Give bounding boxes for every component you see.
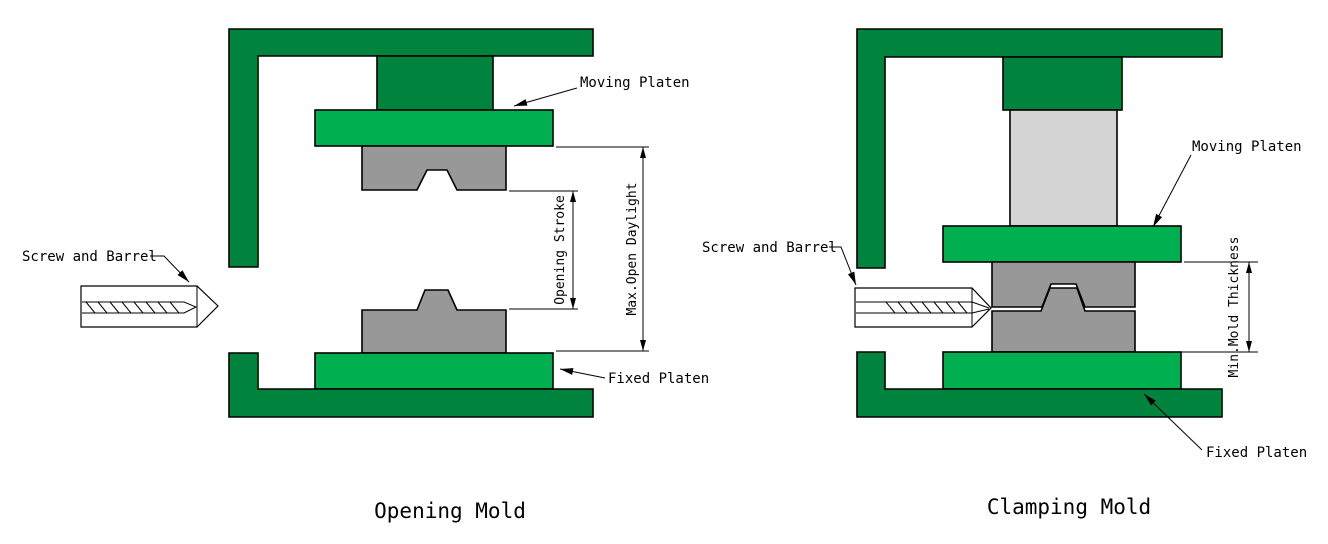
screw-and-barrel-label: Screw and Barrel — [22, 249, 157, 265]
screw-and-barrel — [80, 285, 219, 328]
fixed-platen-label: Fixed Platen — [608, 371, 709, 387]
frame-upper — [228, 28, 594, 268]
screw-and-barrel-callout: Screw and Barrel — [702, 240, 857, 286]
fixed-platen — [942, 351, 1182, 390]
opening-stroke-dimension: Opening Stroke — [509, 190, 578, 310]
moving-platen-callout: Moving Platen — [513, 75, 690, 107]
moving-platen — [314, 109, 554, 147]
screw-hatching — [85, 301, 180, 314]
screw-hatching — [885, 301, 968, 314]
opening-mold-diagram: Opening Stroke Max.Open Daylight Moving … — [22, 28, 709, 523]
clamp-ram — [376, 55, 494, 111]
fixed-platen-callout: Fixed Platen — [1143, 393, 1307, 461]
opening-stroke-label: Opening Stroke — [553, 195, 568, 305]
fixed-platen-label: Fixed Platen — [1206, 445, 1307, 461]
moving-platen-callout: Moving Platen — [1152, 139, 1302, 228]
upper-mold-half — [361, 145, 507, 191]
moving-platen-label: Moving Platen — [580, 75, 690, 91]
upper-mold-half — [991, 261, 1136, 308]
ram-column — [1009, 109, 1118, 227]
moving-platen — [942, 225, 1182, 263]
fixed-platen — [314, 352, 554, 390]
max-open-daylight-label: Max.Open Daylight — [625, 182, 640, 315]
clamping-mold-diagram: Min.Mold Thickness Moving Platen Screw a… — [702, 28, 1307, 519]
min-mold-thickness-label: Min.Mold Thickness — [1227, 237, 1242, 378]
barrel-body — [854, 287, 992, 328]
fixed-platen-callout: Fixed Platen — [559, 368, 709, 387]
frame-lower — [856, 351, 1223, 418]
frame-upper — [856, 28, 1223, 269]
screw-and-barrel — [854, 287, 992, 328]
screw-and-barrel-label: Screw and Barrel — [702, 240, 837, 256]
max-open-daylight-dimension: Max.Open Daylight — [556, 146, 649, 352]
moving-platen-label: Moving Platen — [1192, 139, 1302, 155]
clamping-mold-caption: Clamping Mold — [987, 495, 1151, 519]
screw-outline-top — [856, 301, 990, 309]
screw-and-barrel-callout: Screw and Barrel — [22, 249, 190, 283]
lower-mold-half — [361, 289, 507, 354]
opening-mold-caption: Opening Mold — [374, 499, 526, 523]
frame-lower — [228, 352, 594, 418]
screw-outline — [82, 301, 198, 314]
min-mold-thickness-dimension: Min.Mold Thickness — [1138, 237, 1258, 378]
clamp-ram — [1002, 56, 1123, 111]
